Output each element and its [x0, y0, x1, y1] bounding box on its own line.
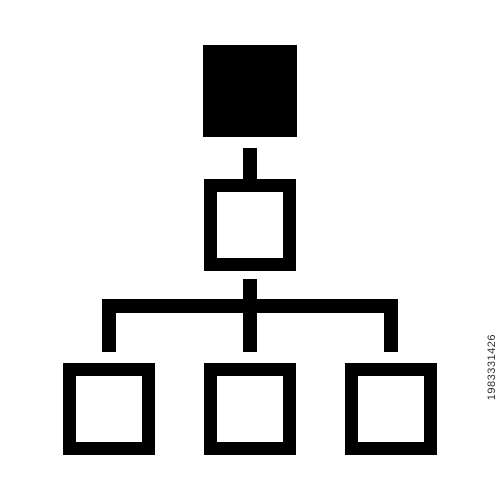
root-node	[203, 45, 297, 137]
connector-root-middle	[243, 148, 257, 180]
watermark-id-text: 1983331426	[486, 333, 498, 400]
connector-left	[102, 299, 116, 352]
child-node-right	[345, 363, 437, 455]
connector-middle-bar	[243, 279, 257, 305]
connector-right	[384, 299, 398, 352]
middle-node	[204, 179, 296, 271]
child-node-center	[204, 363, 296, 455]
connector-center	[243, 299, 257, 352]
child-node-left	[63, 363, 155, 455]
